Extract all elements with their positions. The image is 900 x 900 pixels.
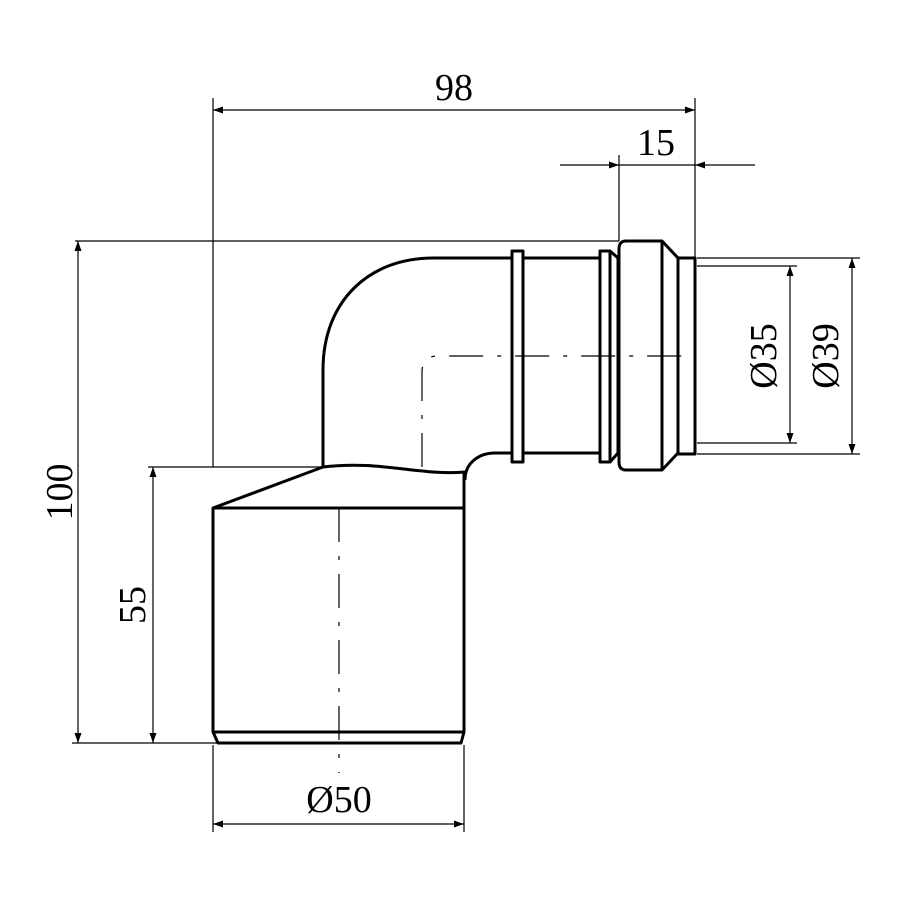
lower-chamfer — [211, 731, 466, 745]
ring-2 — [598, 249, 612, 464]
dim-55-label: 55 — [112, 586, 154, 624]
dimension-lines — [74, 106, 856, 828]
elbow-underside — [322, 463, 466, 475]
ring-1 — [510, 249, 525, 464]
extension-lines — [72, 98, 860, 832]
dim-15-label: 15 — [637, 122, 675, 164]
centerlines — [338, 355, 695, 773]
dim-100-label: 100 — [39, 464, 81, 521]
dim-35-label: Ø35 — [743, 323, 785, 388]
dim-39-label: Ø39 — [805, 323, 847, 388]
spigot-end — [676, 256, 697, 456]
socket-cap — [617, 239, 680, 472]
dim-98-label: 98 — [435, 67, 473, 109]
part-outline — [211, 239, 697, 745]
dim-50-label: Ø50 — [306, 779, 371, 821]
elbow-body — [321, 256, 600, 481]
